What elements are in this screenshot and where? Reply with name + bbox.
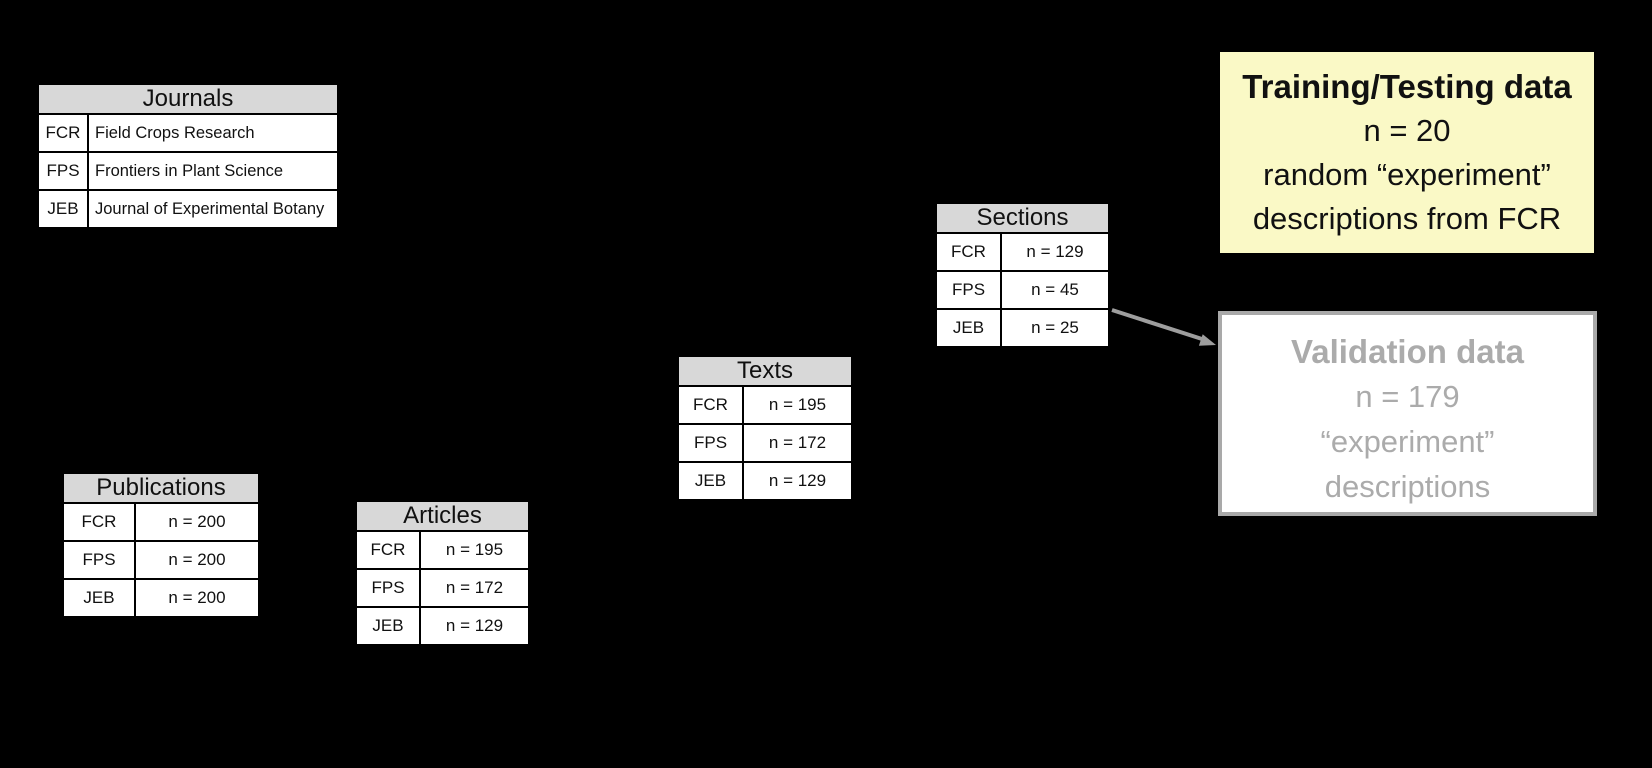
texts-table: Texts FCR n = 195 FPS n = 172 JEB n = 12… [677,355,853,501]
table-row: FPS Frontiers in Plant Science [37,151,339,191]
journal-name-cell: Journal of Experimental Botany [87,189,339,229]
journal-abbr-cell: FPS [355,568,421,608]
table-header-row: Sections [935,202,1110,234]
journal-abbr-cell: FPS [935,270,1002,310]
table-row: FCR n = 195 [355,530,530,570]
journal-abbr-cell: FPS [677,423,744,463]
journal-abbr-cell: FCR [677,385,744,425]
table-header-row: Articles [355,500,530,532]
training-box-line: descriptions from FCR [1252,201,1562,236]
table-row: JEB Journal of Experimental Botany [37,189,339,229]
table-row: FCR n = 129 [935,232,1110,272]
journal-abbr-cell: JEB [935,308,1002,348]
training-box-line: n = 20 [1363,113,1451,148]
arrow-head-icon [1198,334,1216,346]
table-row: FCR n = 195 [677,385,853,425]
table-row: FPS n = 172 [355,568,530,608]
count-cell: n = 129 [419,606,530,646]
table-row: JEB n = 25 [935,308,1110,348]
count-cell: n = 129 [1000,232,1110,272]
sections-table: Sections FCR n = 129 FPS n = 45 JEB n = … [935,202,1110,348]
count-cell: n = 172 [742,423,853,463]
articles-table-title: Articles [355,500,530,532]
count-cell: n = 25 [1000,308,1110,348]
journal-abbr-cell: JEB [62,578,136,618]
publications-table: Publications FCR n = 200 FPS n = 200 JEB… [62,472,260,618]
validation-box-line: “experiment” [1320,424,1495,459]
articles-table: Articles FCR n = 195 FPS n = 172 JEB n =… [355,500,530,646]
table-row: FCR Field Crops Research [37,113,339,153]
table-header-row: Texts [677,355,853,387]
table-row: JEB n = 200 [62,578,260,618]
validation-box: Validation data n = 179 “experiment” des… [1218,311,1597,516]
table-header-row: Publications [62,472,260,504]
flow-arrow [1111,308,1216,346]
publications-table-title: Publications [62,472,260,504]
journal-abbr-cell: FCR [355,530,421,570]
table-row: FCR n = 200 [62,502,260,542]
journals-table: Journals FCR Field Crops Research FPS Fr… [37,83,339,229]
journal-name-cell: Field Crops Research [87,113,339,153]
table-row: FPS n = 172 [677,423,853,463]
journal-abbr-cell: FPS [37,151,89,191]
journal-abbr-cell: FCR [37,113,89,153]
training-testing-box: Training/Testing data n = 20 random “exp… [1220,52,1594,253]
count-cell: n = 129 [742,461,853,501]
count-cell: n = 195 [742,385,853,425]
count-cell: n = 195 [419,530,530,570]
table-header-row: Journals [37,83,339,115]
journal-abbr-cell: FPS [62,540,136,580]
arrow-line [1111,308,1203,341]
validation-box-title: Validation data [1291,333,1524,370]
count-cell: n = 200 [134,540,260,580]
count-cell: n = 200 [134,578,260,618]
validation-box-line: n = 179 [1355,379,1460,414]
training-box-title: Training/Testing data [1242,68,1572,105]
count-cell: n = 45 [1000,270,1110,310]
training-box-line: random “experiment” [1263,157,1551,192]
journal-abbr-cell: JEB [355,606,421,646]
table-row: FPS n = 200 [62,540,260,580]
journals-table-title: Journals [37,83,339,115]
table-row: JEB n = 129 [677,461,853,501]
table-row: FPS n = 45 [935,270,1110,310]
count-cell: n = 172 [419,568,530,608]
journal-abbr-cell: FCR [935,232,1002,272]
journal-name-cell: Frontiers in Plant Science [87,151,339,191]
count-cell: n = 200 [134,502,260,542]
table-row: JEB n = 129 [355,606,530,646]
texts-table-title: Texts [677,355,853,387]
journal-abbr-cell: FCR [62,502,136,542]
journal-abbr-cell: JEB [677,461,744,501]
journal-abbr-cell: JEB [37,189,89,229]
sections-table-title: Sections [935,202,1110,234]
validation-box-line: descriptions [1324,469,1491,504]
